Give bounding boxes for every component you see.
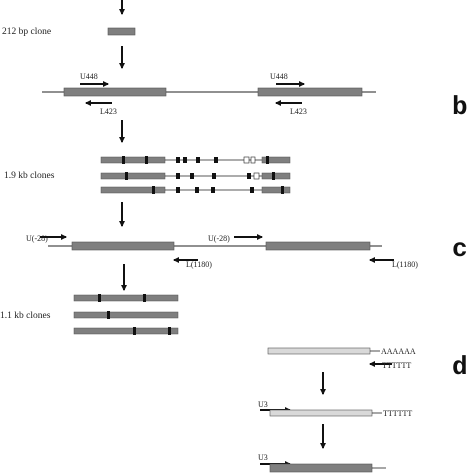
primer-u28-right-label: U(-28): [208, 234, 230, 243]
panel-label-b: b: [452, 92, 468, 122]
primer-u448-right-label: U448: [270, 72, 288, 81]
primer-l423-left-label: L423: [100, 107, 117, 116]
primer-u448-left-label: U448: [80, 72, 98, 81]
template-box-left-c: [71, 241, 175, 251]
cdna-box: [269, 409, 373, 417]
polyA-label: AAAAAA: [381, 347, 416, 356]
template-box-right-b: [257, 87, 363, 97]
primer-l1180-right-label: L(1180): [392, 260, 418, 269]
clone-11kb-row-1: [73, 294, 179, 302]
label-11kb-clones: 1.1 kb clones: [0, 311, 51, 321]
template-box-right-c: [265, 241, 371, 251]
primer-u28-left-label: U(-28): [26, 234, 48, 243]
polyT-product-label: TTTTTT: [383, 409, 412, 418]
clone-11kb-row-3: [73, 327, 179, 335]
primer-u3-first-label: U3: [258, 400, 268, 409]
panel-label-c: c: [452, 234, 468, 264]
primer-l1180-left-label: L(1180): [186, 260, 212, 269]
clone-19kb-row-2: [100, 172, 291, 180]
label-19kb-clones: 1.9 kb clones: [4, 171, 55, 181]
template-box-left-b: [63, 87, 167, 97]
label-212bp-clone: 212 bp clone: [2, 27, 51, 37]
clone-11kb-row-2: [73, 311, 179, 319]
final-product-box: [269, 463, 373, 473]
oligo-dt-primer-label: TTTTTT: [382, 361, 411, 370]
clone-19kb-row-3: [100, 186, 291, 194]
mrna-box: [267, 347, 371, 355]
primer-u3-second-label: U3: [258, 453, 268, 462]
clone-212bp-box: [107, 27, 136, 36]
panel-label-d: d: [452, 352, 468, 382]
clone-19kb-row-1: [100, 156, 291, 164]
primer-l423-right-label: L423: [290, 107, 307, 116]
